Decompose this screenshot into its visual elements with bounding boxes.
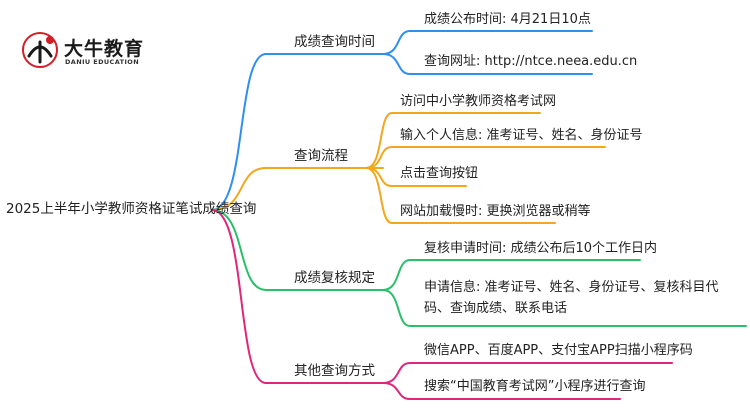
logo-name-cn: 大牛教育 xyxy=(64,38,145,60)
root-node: 2025上半年小学教师资格证笔试成绩查询 xyxy=(6,201,257,217)
leaf-search-miniprogram: 搜索“中国教育考试网”小程序进行查询 xyxy=(424,379,646,394)
leaf-review-period: 复核申请时间: 成绩公布后10个工作日内 xyxy=(424,241,658,256)
logo-mark-icon xyxy=(22,32,58,68)
logo-name-en: DANIU EDUCATION xyxy=(65,58,140,66)
branch-leaf-connector xyxy=(382,53,411,75)
leaf-visit-site: 访问中小学教师资格考试网 xyxy=(400,94,557,109)
branch-label-query-time: 成绩查询时间 xyxy=(294,34,375,50)
branch-leaf-connector xyxy=(382,382,411,400)
branch-leaf-connector xyxy=(382,259,411,291)
leaf-review-info: 申请信息: 准考证号、姓名、身份证号、复核科目代码、查询成绩、联系电话 xyxy=(424,280,719,316)
root-branch-connector xyxy=(211,209,267,291)
branch-label-review-rules: 成绩复核规定 xyxy=(294,270,375,286)
branch-label-other-methods: 其他查询方式 xyxy=(294,363,375,379)
branch-leaf-connector xyxy=(365,167,393,187)
branch-leaf-connector xyxy=(365,167,393,224)
branch-leaf-connector xyxy=(382,30,411,55)
leaf-slow-site: 网站加载慢时: 更换浏览器或稍等 xyxy=(400,204,591,219)
leaf-click-button: 点击查询按钮 xyxy=(400,166,479,181)
root-branch-connector xyxy=(211,167,267,211)
root-branch-connector xyxy=(211,209,267,384)
leaf-publish-time: 成绩公布时间: 4月21日10点 xyxy=(424,12,591,27)
leaf-scan-miniprogram: 微信APP、百度APP、支付宝APP扫描小程序码 xyxy=(424,343,693,358)
leaf-query-url: 查询网址: http://ntce.neea.edu.cn xyxy=(424,54,638,69)
logo: 大牛教育 DANIU EDUCATION xyxy=(20,30,170,74)
root-branch-connector xyxy=(211,53,267,211)
branch-leaf-connector xyxy=(382,289,411,327)
leaf-input-info: 输入个人信息: 准考证号、姓名、身份证号 xyxy=(400,128,643,143)
branch-label-query-process: 查询流程 xyxy=(294,148,348,164)
branch-leaf-connector xyxy=(382,362,411,384)
